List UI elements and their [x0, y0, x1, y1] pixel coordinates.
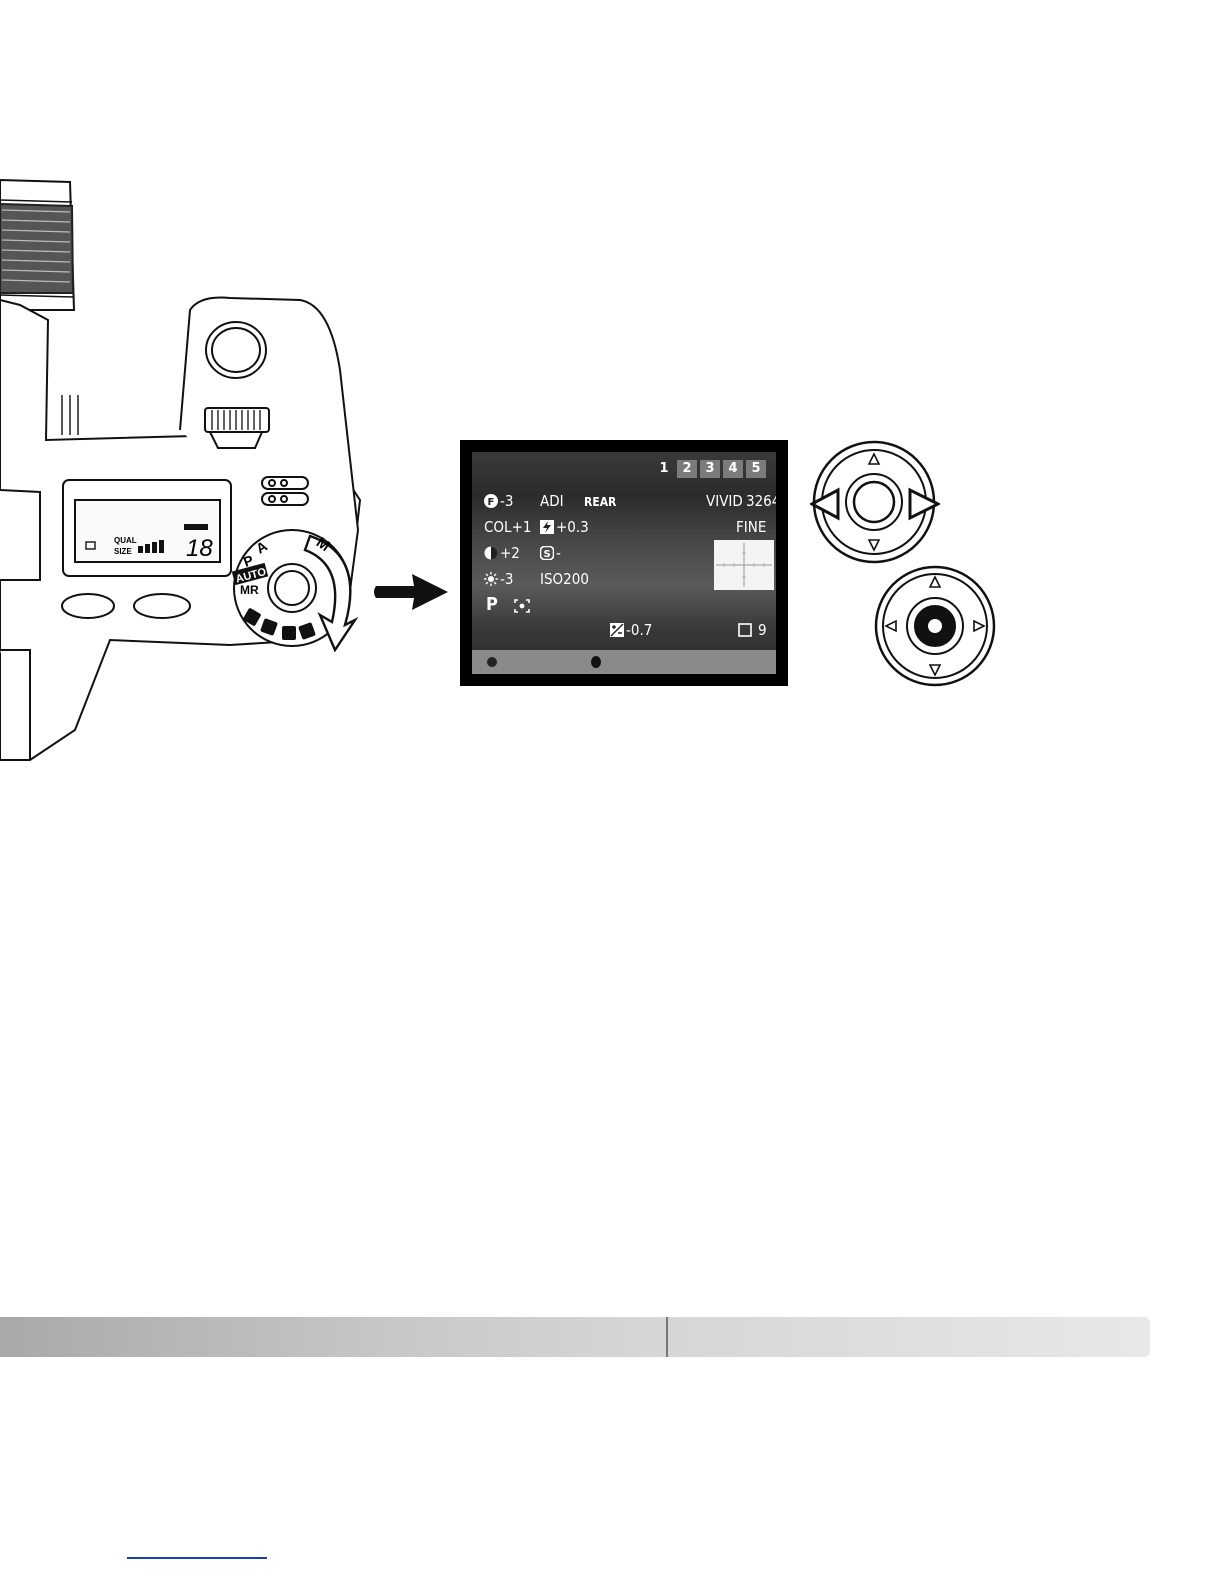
metering-icon [514, 599, 530, 613]
camera-illustration: QUAL SIZE 18 A P AUTO MR M [0, 170, 460, 770]
eye-icon [486, 656, 498, 668]
histogram-graph [714, 540, 774, 590]
exposure-comp-value: -0.7 [626, 621, 652, 639]
sharpness-setting: S- [540, 545, 561, 562]
exposure-mode: P [486, 596, 498, 613]
dial-label-mr: MR [240, 583, 259, 597]
footer-bar [0, 1317, 1150, 1357]
flash-comp-setting: +0.3 [540, 519, 589, 536]
lcd-qual-label: QUAL [114, 536, 137, 545]
contrast-value: +2 [500, 544, 520, 562]
filter-setting: F -3 [484, 493, 513, 510]
svg-text:F: F [488, 497, 495, 508]
tab-5[interactable]: 5 [746, 460, 766, 478]
tab-2[interactable]: 2 [677, 460, 697, 478]
contrast-icon [484, 546, 498, 560]
filter-value: -3 [500, 492, 513, 510]
flash-sync: REAR [584, 494, 616, 511]
single-frame-icon [738, 623, 752, 637]
frames-value: 9 [758, 621, 767, 639]
flash-mode: ADI [540, 493, 564, 510]
controller-left-right-diagram [810, 440, 940, 570]
tab-1[interactable]: 1 [654, 460, 674, 478]
saturation-setting: -3 [484, 571, 513, 588]
lcd-monitor: 1 2 3 4 5 F-3 ADI REAR VIVID 3264 COL+1 … [460, 440, 788, 686]
footer-bar-left [0, 1317, 667, 1357]
flash-comp-icon [540, 520, 554, 534]
frames-remaining: 9 [738, 622, 767, 639]
lcd-frame-count: 18 [186, 535, 213, 562]
color-label: COL [484, 518, 512, 536]
sun-icon [484, 572, 498, 586]
exposure-comp-setting: -0.7 [610, 622, 652, 639]
contrast-setting: +2 [484, 545, 520, 562]
exposure-comp-icon [610, 623, 624, 637]
saturation-value: -3 [500, 570, 513, 588]
flash-comp-value: +0.3 [556, 518, 589, 536]
menu-tabs: 1 2 3 4 5 [654, 460, 766, 478]
filter-icon: F [484, 494, 498, 508]
sharpness-value: - [556, 544, 561, 562]
arrow-right-icon [372, 570, 452, 614]
iso-setting: ISO200 [540, 571, 589, 588]
color-setting: COL+1 [484, 519, 531, 536]
lcd-size-label: SIZE [114, 547, 132, 556]
image-size: 3264 [746, 493, 776, 510]
footer-divider [666, 1317, 668, 1357]
footer-bar-right [668, 1317, 1150, 1357]
tab-4[interactable]: 4 [723, 460, 743, 478]
link-underline[interactable] [127, 1557, 267, 1559]
image-quality: FINE [736, 519, 766, 536]
controller-center-diagram [874, 565, 998, 689]
svg-text:S: S [544, 549, 551, 560]
color-mode: VIVID [706, 493, 743, 510]
tab-3[interactable]: 3 [700, 460, 720, 478]
lcd-screen: 1 2 3 4 5 F-3 ADI REAR VIVID 3264 COL+1 … [472, 452, 776, 674]
record-icon [590, 655, 602, 669]
color-value: +1 [512, 518, 532, 536]
lcd-bottom-bar [472, 650, 776, 674]
sharpness-icon: S [540, 546, 554, 560]
